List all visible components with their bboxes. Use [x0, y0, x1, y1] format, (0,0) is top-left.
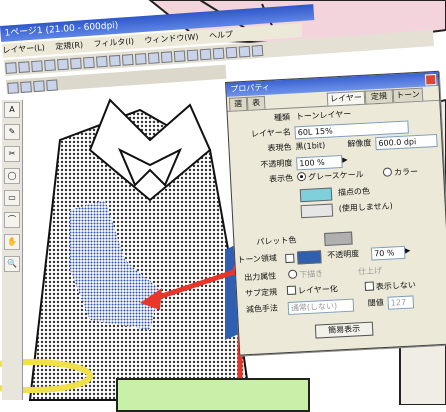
fill-icon[interactable] — [238, 45, 251, 58]
eraser-icon[interactable] — [225, 46, 238, 59]
menu-ruler[interactable]: 定規(R) — [55, 40, 84, 52]
threshold-field[interactable]: 127 — [387, 295, 415, 310]
display-color2-label: 表示色 — [268, 173, 294, 184]
properties-panel: プロパティ 選 表 レイヤー 定規 トーン 種類 トーンレイヤー レイヤー名 6… — [225, 70, 446, 356]
fit-icon[interactable] — [33, 80, 45, 93]
tool-hand[interactable]: ✋ — [4, 234, 20, 250]
opacity-label: 不透明度 — [260, 158, 293, 170]
subruler-label: サブ定規 — [244, 287, 278, 299]
open-icon[interactable] — [18, 61, 30, 73]
color-radio[interactable]: カラー — [382, 166, 419, 180]
opacity-arrow-icon[interactable]: ▶ — [342, 155, 348, 164]
palette-color-label: パレット色 — [256, 235, 297, 247]
brush-icon[interactable] — [212, 47, 225, 60]
ruler-icon[interactable] — [147, 52, 160, 64]
tab-select[interactable]: 選 — [228, 96, 248, 111]
tone-area-checkbox[interactable] — [285, 253, 295, 264]
cut-icon[interactable] — [57, 58, 69, 71]
tone-icon[interactable] — [134, 53, 147, 65]
threshold-label: 閾値 — [367, 297, 384, 308]
layer-name-label: レイヤー名 — [250, 127, 291, 139]
tool-ellipse[interactable]: ◯ — [4, 168, 20, 184]
tab-ruler[interactable]: 定規 — [364, 89, 394, 104]
tab-layer[interactable]: レイヤー — [326, 90, 366, 106]
arrow-right-icon[interactable] — [20, 81, 32, 93]
menu-layer[interactable]: レイヤー(L) — [2, 43, 46, 55]
tool-rect[interactable]: ▭ — [4, 190, 20, 206]
opacity2-label: 不透明度 — [326, 249, 360, 260]
redo-icon[interactable] — [108, 54, 121, 67]
reduce-method-label: 減色手法 — [245, 303, 279, 315]
menu-window[interactable]: ウィンドウ(W) — [144, 32, 199, 46]
resolution-field: 600.0 dpi — [375, 133, 438, 151]
tool-cut[interactable]: ✂ — [4, 146, 20, 162]
layerize-label: レイヤー化 — [297, 284, 338, 296]
new-file-icon[interactable] — [5, 62, 17, 74]
radio-selected-icon — [296, 171, 307, 182]
display-color-label: 表現色 — [267, 142, 292, 153]
tab-tone[interactable]: トーン — [392, 87, 424, 103]
hide-checkbox[interactable]: 表示しない — [364, 279, 417, 294]
undo-icon[interactable] — [95, 55, 108, 68]
hide-label: 表示しない — [375, 280, 417, 292]
panel-title: プロパティ — [230, 82, 271, 94]
layer-icon[interactable] — [121, 53, 134, 66]
paste-icon[interactable] — [83, 56, 95, 69]
radio-empty-icon — [287, 269, 298, 279]
display-color-value: 黒(1bit) — [295, 140, 326, 152]
arrow-left-icon[interactable] — [7, 82, 19, 94]
radio-empty-icon — [382, 167, 393, 177]
tool-palette: A ✎ ✂ ◯ ▭ ⌒ ✋ 🔍 — [2, 100, 23, 400]
color-label: カラー — [393, 167, 419, 178]
menu-filter[interactable]: フィルタ(I) — [93, 36, 135, 49]
checkbox-icon — [286, 285, 297, 296]
tool-zoom[interactable]: 🔍 — [4, 256, 20, 272]
output-attr-label: 出力属性 — [244, 271, 277, 283]
tool-pen[interactable]: ✎ — [4, 124, 20, 140]
opacity2-arrow-icon[interactable]: ▶ — [404, 246, 411, 255]
tone-area-swatch[interactable] — [296, 250, 322, 265]
opacity-field[interactable]: 100 % — [296, 154, 343, 171]
copy-icon[interactable] — [70, 57, 82, 70]
kind-value: トーンレイヤー — [295, 109, 352, 122]
finish-label: 仕上げ — [357, 266, 383, 277]
tool-curve[interactable]: ⌒ — [4, 212, 20, 228]
menu-help[interactable]: ヘルプ — [208, 29, 234, 41]
grayscale-label: グレースケール — [307, 169, 364, 182]
close-icon[interactable] — [424, 73, 437, 86]
tool-text[interactable]: A — [4, 102, 20, 118]
grayscale-radio[interactable]: グレースケール — [296, 169, 364, 184]
rotate-icon[interactable] — [186, 49, 199, 62]
reduce-method-select[interactable]: 通常(しない) — [287, 298, 355, 316]
unused-label: (使用しません) — [338, 201, 393, 214]
tab-display[interactable]: 表 — [246, 95, 266, 110]
print-icon[interactable] — [44, 59, 56, 72]
simple-display-button[interactable]: 簡易表示 — [314, 321, 374, 339]
opacity2-field[interactable]: 70 % — [370, 245, 406, 261]
tone-area-label: トーン領域 — [237, 253, 278, 265]
draft-label: 下描き — [298, 269, 324, 280]
drawing-color-label: 描点の色 — [337, 186, 371, 198]
hand-icon[interactable] — [46, 79, 58, 92]
grid-icon[interactable] — [160, 51, 173, 64]
kind-label: 種類 — [273, 112, 291, 123]
save-icon[interactable] — [31, 60, 43, 73]
green-speech-box — [116, 378, 310, 412]
checkbox-icon — [364, 281, 375, 291]
text-icon[interactable] — [251, 44, 264, 57]
unused-color-swatch — [300, 203, 334, 219]
drawing-color-swatch[interactable] — [299, 187, 333, 203]
resolution-label: 解像度 — [347, 138, 372, 149]
draft-radio[interactable]: 下描き — [287, 268, 324, 282]
palette-color-swatch[interactable] — [324, 231, 353, 247]
layerize-checkbox[interactable]: レイヤー化 — [286, 283, 338, 298]
zoom-icon[interactable] — [173, 50, 186, 63]
flip-icon[interactable] — [199, 48, 212, 61]
